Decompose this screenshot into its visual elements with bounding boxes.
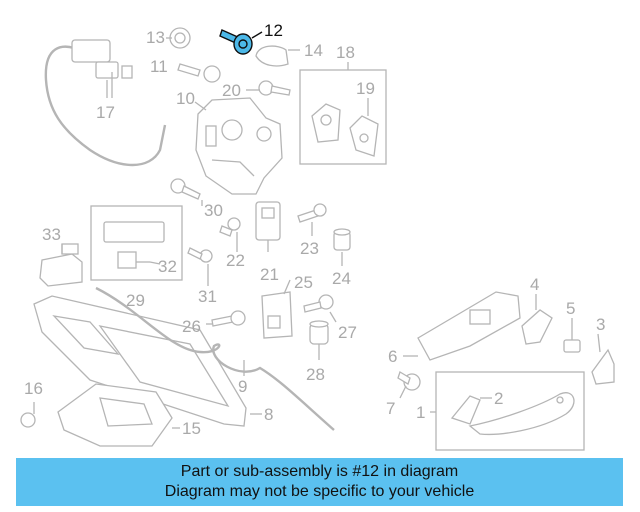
part-14-cover <box>255 45 300 67</box>
label-16: 16 <box>24 379 43 398</box>
label-19: 19 <box>356 79 375 98</box>
part-25-bracket <box>261 291 293 339</box>
label-17: 17 <box>96 103 115 122</box>
part-12-bolt-highlighted <box>219 29 263 55</box>
part-22-screw <box>219 217 241 237</box>
part-17-cable <box>44 39 167 167</box>
part-23-bolt <box>297 203 327 223</box>
label-21: 21 <box>260 265 279 284</box>
part-15-bracket <box>57 383 173 447</box>
banner-line-1: Part or sub-assembly is #12 in diagram <box>180 463 459 480</box>
part-4-gasket <box>521 309 553 345</box>
part-24-bushing <box>333 228 351 251</box>
part-9-cable <box>95 286 335 431</box>
label-29: 29 <box>126 291 145 310</box>
label-7: 7 <box>386 399 395 418</box>
part-16-bolt <box>20 402 36 428</box>
part-5-screw <box>563 339 581 353</box>
part-33-connector <box>39 243 83 287</box>
label-26: 26 <box>182 317 201 336</box>
label-22: 22 <box>226 251 245 270</box>
label-20: 20 <box>222 81 241 100</box>
label-8: 8 <box>264 405 273 424</box>
label-9: 9 <box>238 377 247 396</box>
label-13: 13 <box>146 28 165 47</box>
label-31: 31 <box>198 287 217 306</box>
banner-line-2: Diagram may not be specific to your vehi… <box>164 483 475 500</box>
part-27-bolt <box>303 294 334 313</box>
part-labels: 13 12 14 18 11 20 19 10 17 30 33 23 22 3… <box>24 21 605 438</box>
part-20-screw <box>258 80 291 96</box>
part-32-module <box>103 221 165 269</box>
part-30-bolt <box>170 178 201 200</box>
label-6: 6 <box>388 347 397 366</box>
info-banner: Part or sub-assembly is #12 in diagram D… <box>16 458 623 506</box>
label-3: 3 <box>596 315 605 334</box>
label-2: 2 <box>494 389 503 408</box>
label-30: 30 <box>204 201 223 220</box>
label-11: 11 <box>150 57 168 76</box>
part-3-cap <box>591 348 615 385</box>
label-27: 27 <box>338 323 357 342</box>
part-7-screw <box>397 371 421 391</box>
label-5: 5 <box>566 299 575 318</box>
label-15: 15 <box>182 419 201 438</box>
part-19-plate <box>311 98 379 157</box>
label-1: 1 <box>416 403 425 422</box>
label-12: 12 <box>264 21 283 40</box>
part-21-bracket <box>255 201 281 252</box>
label-28: 28 <box>306 365 325 384</box>
label-4: 4 <box>530 275 539 294</box>
label-23: 23 <box>300 239 319 258</box>
label-14: 14 <box>304 41 323 60</box>
label-10: 10 <box>176 89 195 108</box>
part-28-bushing <box>309 320 329 345</box>
label-33: 33 <box>42 225 61 244</box>
part-11-bolt <box>177 63 221 83</box>
part-8-panel <box>33 295 247 427</box>
label-24: 24 <box>332 269 351 288</box>
part-26-screw <box>211 310 246 327</box>
label-32: 32 <box>158 257 177 276</box>
part-2-handle <box>450 392 575 436</box>
part-6-carrier <box>417 291 521 361</box>
leader-lines <box>61 80 601 429</box>
part-13-cap <box>166 27 191 49</box>
part-10-latch <box>195 97 283 195</box>
label-18: 18 <box>336 43 355 62</box>
label-25: 25 <box>294 273 313 292</box>
part-31-screw <box>187 247 213 263</box>
